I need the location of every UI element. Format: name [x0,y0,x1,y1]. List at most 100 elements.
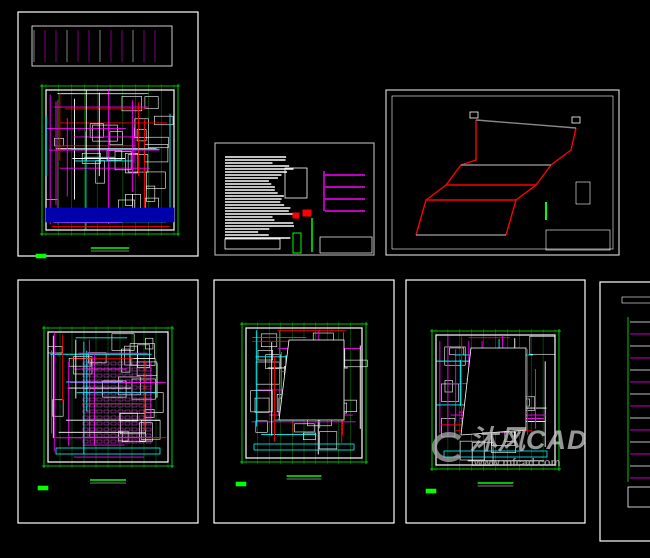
cad-rect [82,409,89,414]
cad-rect [89,433,96,438]
cad-rect [131,421,138,426]
drawing-sheet-4[interactable] [17,279,199,524]
cad-rect [35,253,47,259]
cad-rect [117,373,124,378]
cad-rect [145,391,152,396]
cad-rect [89,403,96,408]
cad-rect [96,391,103,396]
cad-rect [131,379,138,384]
cad-rect [134,118,149,138]
cad-rect [96,427,103,432]
cad-rect [117,397,124,402]
cad-rect [117,199,135,210]
cad-rect [131,361,138,366]
cad-rect [138,421,145,426]
cad-rect [138,409,145,414]
cad-rect [265,354,281,369]
cad-rect [82,403,89,408]
watermark: 沐风CAD www.mfcad.com [432,426,622,472]
drawing-sheet-3[interactable] [385,89,620,256]
cad-rect [145,379,152,384]
cad-rect [131,403,138,408]
cad-rect [131,409,138,414]
cad-rect [145,337,154,350]
cad-rect [250,390,273,413]
cad-rect [145,367,152,372]
cad-rect [82,421,89,426]
cad-rect [571,116,581,124]
cad-rect [319,236,373,254]
cad-rect [96,361,103,366]
cad-rect [52,399,64,417]
watermark-brand: 沐风CAD [470,425,588,455]
cad-rect [391,95,614,250]
cad-rect [110,361,117,366]
drawing-sheet-6[interactable] [405,279,586,524]
cad-rect [89,415,96,420]
cad-rect [103,373,110,378]
cad-rect [82,385,89,390]
cad-rect [138,403,145,408]
cad-rect [37,485,49,491]
cad-rect [341,359,368,368]
cad-rect [117,391,124,396]
cad-rect [284,167,308,199]
cad-rect [110,397,117,402]
cad-rect [138,427,145,432]
cad-rect [435,334,556,466]
watermark-text: 沐风CAD www.mfcad.com [470,426,588,470]
cad-rect [103,409,110,414]
cad-rect [138,367,145,372]
drawing-sheet-1[interactable] [17,11,199,259]
cad-rect [82,439,89,444]
cad-rect [117,403,124,408]
cad-rect [117,379,124,384]
cad-rect [425,488,437,494]
drawing-sheet-5[interactable] [213,279,395,524]
cad-rect [103,397,110,402]
cad-rect [138,361,145,366]
courtyard [460,347,527,436]
drawing-sheet-2[interactable] [214,142,375,256]
cad-rect [103,427,110,432]
cad-rect [96,439,103,444]
cad-rect [124,367,131,372]
cad-rect [146,185,156,202]
cad-rect [214,142,375,256]
cad-rect [117,361,124,366]
cad-rect [82,397,89,402]
cad-rect [118,430,129,442]
cad-rect [121,348,131,373]
cad-rect [110,373,117,378]
cad-rect [621,296,650,304]
cad-rect [111,333,135,351]
cad-rect [96,433,103,438]
cad-rect [138,397,145,402]
cad-rect [89,379,96,384]
cad-rect [82,373,89,378]
cad-rect [117,421,124,426]
cad-rect [17,11,199,257]
watermark-logo-icon [432,432,466,462]
cad-rect [110,385,117,390]
cad-rect [154,115,174,126]
cad-rect [138,415,145,420]
cad-rect [103,391,110,396]
cad-rect [110,409,117,414]
cad-rect [138,439,145,444]
cad-rect [254,397,270,413]
cad-rect [138,373,145,378]
cad-rect [131,373,138,378]
cad-rect [110,391,117,396]
cad-rect [119,412,138,422]
cad-rect [138,385,145,390]
cad-rect [103,361,110,366]
cad-rect [121,96,142,112]
cad-rect [260,333,278,347]
drawing-sheet-7[interactable] [599,281,650,542]
cad-rect [385,89,620,256]
cad-rect [89,123,104,138]
cad-rect [405,279,586,524]
